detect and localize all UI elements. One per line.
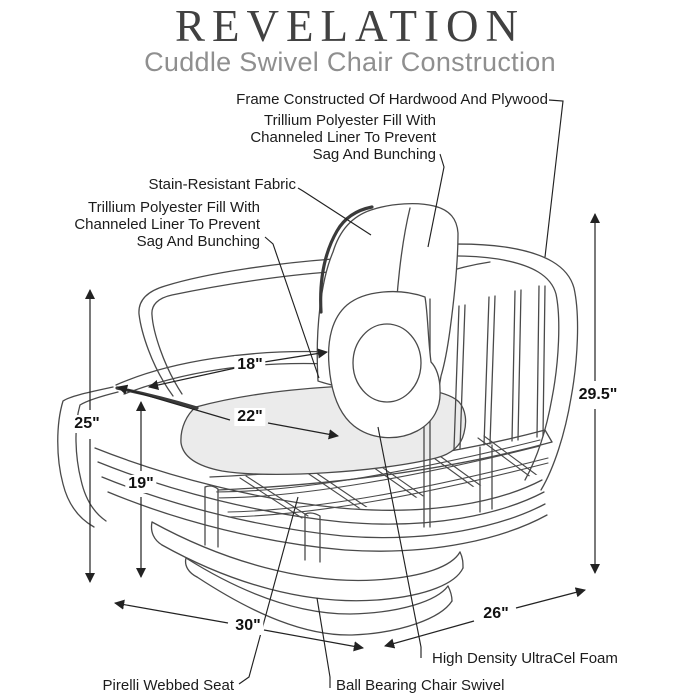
armrest <box>327 290 441 439</box>
dim-line-18 <box>148 366 241 391</box>
dim-label-25: 25" <box>71 415 103 433</box>
lower-frame <box>94 444 548 563</box>
brand-title: REVELATION <box>175 1 525 51</box>
callout-lines <box>238 99 564 688</box>
dim-label-22: 22" <box>234 408 266 426</box>
callout-frame: Frame Constructed Of Hardwood And Plywoo… <box>236 91 548 108</box>
dim-line-22 <box>117 384 231 421</box>
callout-line-pirelli <box>238 496 299 685</box>
back-slats <box>453 285 546 450</box>
dimension-lines <box>84 212 601 652</box>
callout-line-frame <box>544 99 564 258</box>
callout-line-swivel <box>316 597 331 688</box>
callout-line-trillium-left <box>264 236 320 379</box>
callout-trillium-right: Trillium Polyester Fill With Channeled L… <box>250 112 436 163</box>
callout-line-trillium-right <box>427 153 445 248</box>
dim-label-18: 18" <box>234 356 266 374</box>
callout-stain: Stain-Resistant Fabric <box>148 176 296 193</box>
dim-line-30 <box>113 599 229 624</box>
callout-swivel: Ball Bearing Chair Swivel <box>336 677 505 694</box>
callout-foam: High Density UltraCel Foam <box>432 650 618 667</box>
callout-line-foam <box>377 426 422 658</box>
callout-line-stain <box>297 187 372 236</box>
dim-label-19: 19" <box>125 475 157 493</box>
dim-label-26: 26" <box>480 605 512 623</box>
diagram-subtitle: Cuddle Swivel Chair Construction <box>144 47 556 77</box>
dim-label-30: 30" <box>232 617 264 635</box>
callout-trillium-left: Trillium Polyester Fill With Channeled L… <box>74 199 260 250</box>
left-arm <box>138 258 334 397</box>
dim-line-26 <box>384 620 475 649</box>
chair-drawing <box>57 203 579 636</box>
callout-pirelli: Pirelli Webbed Seat <box>102 677 234 694</box>
webbed-seat <box>214 435 549 519</box>
dim-label-29-5: 29.5" <box>575 386 621 404</box>
seat-top-rail <box>115 350 332 395</box>
left-side-outline <box>57 386 119 528</box>
swivel-base <box>150 521 464 636</box>
